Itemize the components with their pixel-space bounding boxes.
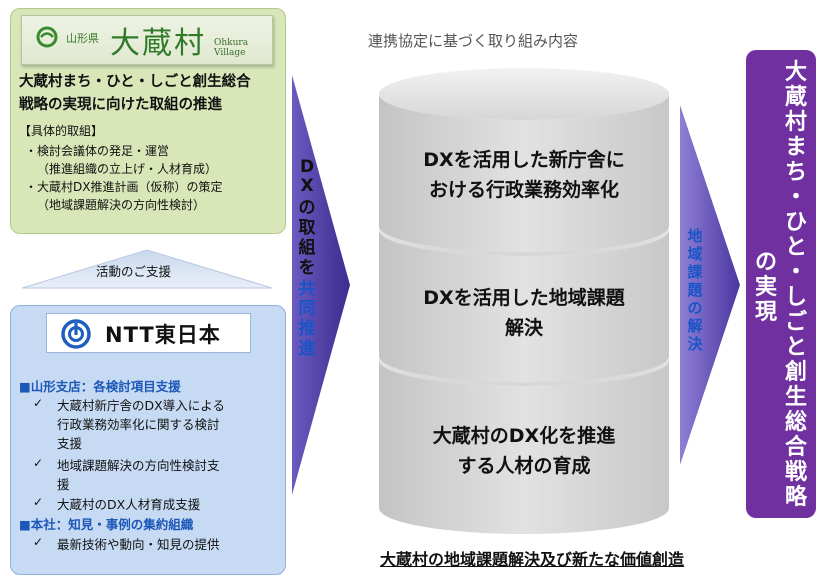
bottom-caption: 大蔵村の地域課題解決及び新たな価値創造: [380, 550, 685, 569]
right-arrow-char: 題: [687, 281, 703, 299]
support-label: 活動のご支援: [96, 264, 172, 279]
dx-arrow-char: D: [299, 157, 315, 177]
result-char: ・: [784, 185, 807, 210]
ntt-hq-item: 最新技術や動向・知見の提供: [57, 537, 220, 552]
ntt-branch-item: 大蔵村のDX人材育成支援: [57, 497, 201, 512]
ntt-logo-icon: [61, 319, 91, 349]
okura-title-line: 大蔵村まち・ひと・しごと創生総合: [19, 74, 251, 90]
result-char: 総: [784, 410, 807, 435]
result-column-main: 大蔵村まち・ひと・しごと創生総合戦略: [782, 60, 810, 510]
result-column-sub: の実現: [752, 250, 780, 325]
cylinder-text-line: 解決: [504, 317, 543, 339]
right-arrow-char: 域: [687, 245, 703, 263]
cylinder-text-line: する人材の育成: [457, 455, 591, 477]
right-arrow-char: 決: [687, 335, 703, 353]
right-arrow-char: 地: [687, 227, 703, 245]
initiatives-cylinder: [379, 68, 669, 534]
result-char: ご: [784, 310, 807, 335]
cylinder-section-1: DXを活用した新庁舎に おける行政業務効率化: [379, 145, 669, 205]
regional-solution-arrow: [680, 105, 740, 465]
right-arrow-char: 課: [687, 263, 703, 281]
result-char: 戦: [784, 460, 807, 485]
result-char: ひ: [784, 210, 807, 235]
ntt-east-panel: NTT東日本 ■山形支店：各検討項目支援 ✓ 大蔵村新庁舎のDX導入による 行政…: [10, 305, 286, 575]
result-char: し: [784, 285, 807, 310]
cylinder-section-3: 大蔵村のDX化を推進 する人材の育成: [379, 421, 669, 481]
strategy-realization-box: 大蔵村まち・ひと・しごと創生総合戦略 の実現: [746, 50, 816, 518]
okura-item: ・大蔵村DX推進計画（仮称）の策定: [25, 180, 223, 194]
okura-strategy-title: 大蔵村まち・ひと・しごと創生総合 戦略の実現に向けた取組の推進: [19, 71, 281, 117]
cylinder-text-line: DXを活用した新庁舎に: [423, 149, 625, 171]
dx-arrow-char: X: [300, 176, 314, 196]
ntt-branch-heading: ■山形支店：各検討項目支援: [19, 379, 181, 394]
result-char: ま: [784, 135, 807, 160]
dx-arrow-char-blue: 推: [298, 319, 316, 339]
dx-arrow-char-blue: 共: [298, 279, 316, 299]
result-char: の: [754, 250, 777, 275]
logo-english-name: Ohkura Village: [214, 38, 249, 58]
cylinder-section-2: DXを活用した地域課題 解決: [379, 283, 669, 343]
logo-village-name: 大蔵村: [110, 26, 206, 61]
ntt-branch-item: 行政業務効率化に関する検討: [57, 417, 220, 432]
okura-title-line: 戦略の実現に向けた取組の推進: [19, 97, 222, 113]
dx-arrow-char: の: [298, 198, 316, 218]
right-arrow-char: の: [687, 299, 703, 317]
ntt-hq-heading: ■本社：知見・事例の集約組織: [19, 517, 194, 532]
logo-prefecture: 山形県: [66, 32, 99, 45]
cylinder-text-line: おける行政業務効率化: [428, 179, 619, 201]
result-char: 大: [784, 60, 807, 85]
ntt-branch-item: 大蔵村新庁舎のDX導入による: [57, 398, 225, 413]
ntt-branch-item: 援: [57, 477, 70, 492]
okura-subhead: 【具体的取組】: [19, 124, 104, 138]
dx-arrow-char: 取: [298, 218, 316, 238]
result-char: ち: [784, 160, 807, 185]
ntt-branch-item: 地域課題解決の方向性検討支: [57, 458, 220, 473]
dx-arrow-char: 組: [298, 238, 316, 258]
right-arrow-char: 解: [687, 317, 703, 335]
okura-logo: 山形県 大蔵村 Ohkura Village: [21, 15, 273, 65]
result-char: と: [784, 335, 807, 360]
result-char: 現: [754, 300, 777, 325]
dx-arrow-char: を: [298, 258, 316, 278]
cylinder-text-line: DXを活用した地域課題: [423, 287, 625, 309]
okura-item-note: （地域課題解決の方向性検討）: [37, 198, 206, 212]
dx-arrow-char-blue: 進: [298, 339, 316, 359]
cylinder-title: 連携協定に基づく取り組み内容: [368, 32, 579, 50]
okura-item-note: （推進組織の立上げ・人材育成）: [37, 162, 218, 176]
support-arrow: [22, 249, 272, 289]
dx-cooperation-arrow: [292, 75, 350, 495]
ntt-branch-item: 支援: [57, 436, 83, 451]
check-icon: ✓: [33, 456, 44, 470]
result-char: 生: [784, 385, 807, 410]
ntt-logo-text: NTT東日本: [105, 323, 221, 347]
result-char: と: [784, 235, 807, 260]
check-icon: ✓: [33, 396, 44, 410]
cylinder-text-line: 大蔵村のDX化を推進: [432, 425, 616, 447]
result-char: 蔵: [784, 85, 807, 110]
ntt-logo: NTT東日本: [46, 313, 251, 353]
result-char: 実: [754, 275, 777, 300]
okura-emblem-icon: [36, 26, 58, 48]
okura-item: ・検討会議体の発足・運営: [25, 144, 170, 158]
result-char: 創: [784, 360, 807, 385]
check-icon: ✓: [33, 495, 44, 509]
result-char: 村: [784, 110, 807, 135]
dx-arrow-char-blue: 同: [298, 299, 316, 319]
result-char: ・: [784, 260, 807, 285]
okura-village-panel: 山形県 大蔵村 Ohkura Village 大蔵村まち・ひと・しごと創生総合 …: [10, 8, 286, 234]
check-icon: ✓: [33, 535, 44, 549]
result-char: 合: [784, 435, 807, 460]
result-char: 略: [784, 485, 807, 510]
